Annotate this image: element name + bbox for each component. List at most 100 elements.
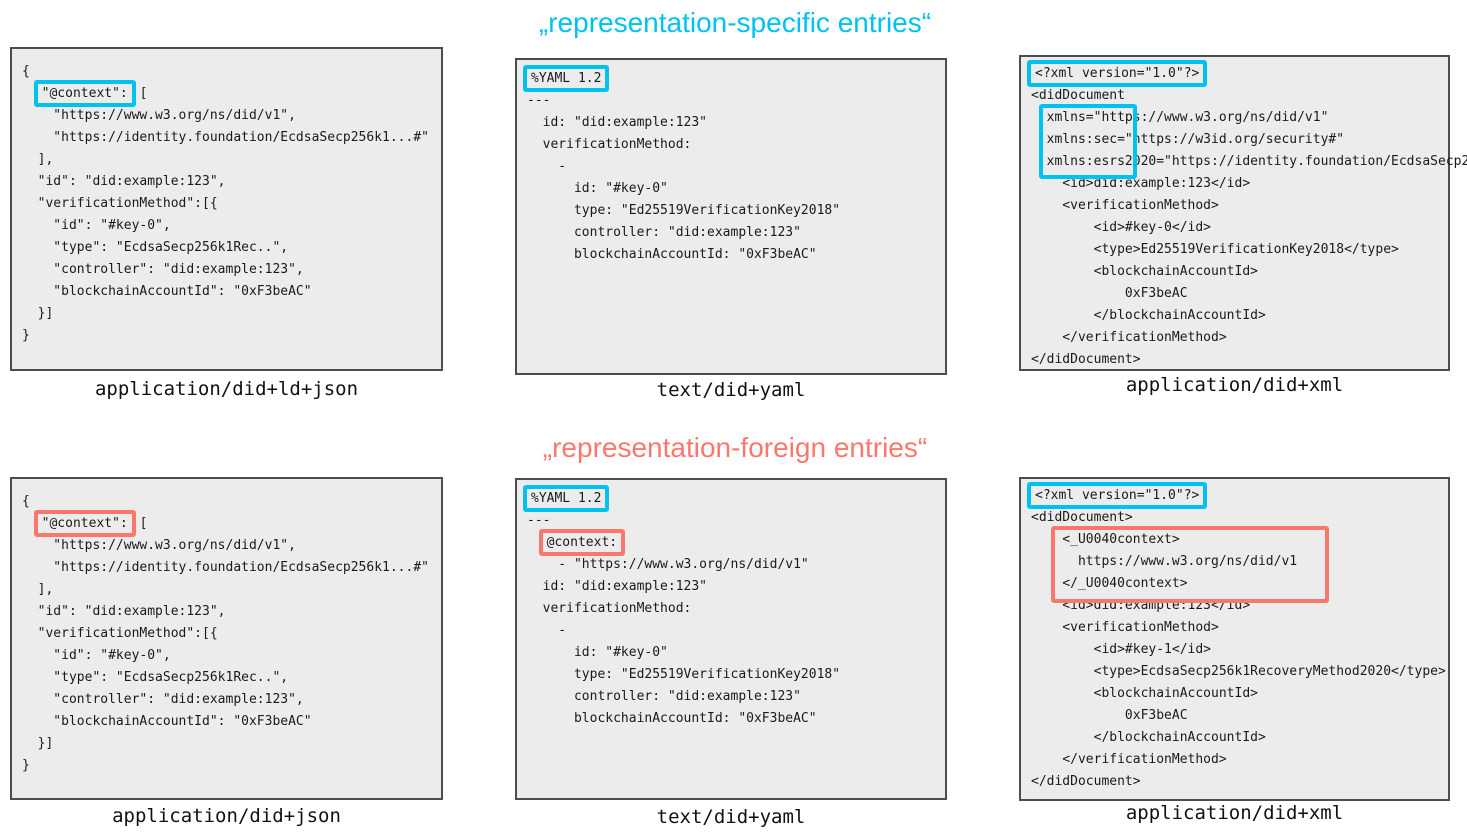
code-text: "blockchainAccountId": "0xF3beAC" <box>22 714 312 729</box>
code-panel-yaml-foreign: %YAML 1.2--- @context: - "https://www.w3… <box>515 478 947 800</box>
code-line: --- <box>527 90 935 112</box>
code-line: <type>Ed25519VerificationKey2018</type> <box>1031 239 1438 261</box>
code-line: blockchainAccountId: "0xF3beAC" <box>527 708 935 730</box>
code-text: - "https://www.w3.org/ns/did/v1" <box>527 557 809 572</box>
code-line: "id": "#key-0", <box>22 645 431 667</box>
code-text: </verificationMethod> <box>1031 330 1227 345</box>
code-text: <id>did:example:123</id> <box>1031 176 1251 191</box>
code-text: verificationMethod: <box>527 137 692 152</box>
code-text: "verificationMethod":[{ <box>22 626 218 641</box>
code-line: "https://identity.foundation/EcdsaSecp25… <box>22 127 431 149</box>
highlight-box-red: "@context": <box>33 510 136 537</box>
code-text: "id": "#key-0", <box>22 218 171 233</box>
mime-label-xml-top: application/did+xml <box>1125 374 1344 396</box>
code-line: <id>#key-0</id> <box>1031 217 1438 239</box>
code-line: <?xml version="1.0"?> <box>1027 60 1438 87</box>
code-line: </_U0040context> <box>1031 573 1438 595</box>
code-line: { <box>22 491 431 513</box>
code-line: </didDocument> <box>1031 771 1438 793</box>
code-text: --- <box>527 513 551 528</box>
code-text: blockchainAccountId: "0xF3beAC" <box>527 247 817 262</box>
code-text: "https://identity.foundation/EcdsaSecp25… <box>22 130 429 145</box>
code-line: "blockchainAccountId": "0xF3beAC" <box>22 711 431 733</box>
code-line: id: "did:example:123" <box>527 112 935 134</box>
code-line: "@context": [ <box>22 510 431 537</box>
code-text: id: "#key-0" <box>527 645 668 660</box>
code-line: "@context": [ <box>22 80 431 107</box>
code-line: { <box>22 61 431 83</box>
code-line: controller: "did:example:123" <box>527 686 935 708</box>
code-line: "https://www.w3.org/ns/did/v1", <box>22 535 431 557</box>
code-line: "type": "EcdsaSecp256k1Rec..", <box>22 667 431 689</box>
code-line: <?xml version="1.0"?> <box>1027 482 1438 509</box>
code-text: { <box>22 494 30 509</box>
code-line: id: "did:example:123" <box>527 576 935 598</box>
code-line: "id": "#key-0", <box>22 215 431 237</box>
code-text: <blockchainAccountId> <box>1031 686 1258 701</box>
code-text: blockchainAccountId: "0xF3beAC" <box>527 711 817 726</box>
code-line: 0xF3beAC <box>1031 705 1438 727</box>
code-line: </didDocument> <box>1031 349 1438 371</box>
code-line: - <box>527 620 935 642</box>
code-text: https://www.w3.org/ns/did/v1 <box>1031 554 1298 569</box>
code-text: [ <box>131 86 148 101</box>
section-title-specific: „representation-specific entries“ <box>538 7 932 38</box>
code-text: <id>#key-1</id> <box>1031 642 1212 657</box>
code-line: id: "#key-0" <box>527 178 935 200</box>
code-text: </didDocument> <box>1031 774 1141 789</box>
code-text: "id": "did:example:123", <box>22 174 226 189</box>
code-line: <_U0040context> <box>1031 529 1438 551</box>
code-block-json-ld: { "@context": [ "https://www.w3.org/ns/d… <box>12 49 441 359</box>
code-line: </verificationMethod> <box>1031 749 1438 771</box>
code-line: <verificationMethod> <box>1031 195 1438 217</box>
code-text: 0xF3beAC <box>1031 286 1188 301</box>
code-line: xmlns="https://www.w3.org/ns/did/v1" <box>1031 107 1438 129</box>
code-line: <blockchainAccountId> <box>1031 261 1438 283</box>
code-line: <id>did:example:123</id> <box>1031 595 1438 617</box>
code-line: 0xF3beAC <box>1031 283 1438 305</box>
code-text: } <box>22 758 30 773</box>
code-text: xmlns:sec="https://w3id.org/security#" <box>1031 132 1345 147</box>
code-line: @context: <box>527 529 935 556</box>
code-text: </verificationMethod> <box>1031 752 1227 767</box>
code-text: "https://identity.foundation/EcdsaSecp25… <box>22 560 429 575</box>
code-line: "verificationMethod":[{ <box>22 193 431 215</box>
highlight-box-cyan: "@context": <box>33 80 136 107</box>
code-text: <blockchainAccountId> <box>1031 264 1258 279</box>
code-line: "id": "did:example:123", <box>22 171 431 193</box>
code-line: - <box>527 156 935 178</box>
code-text: type: "Ed25519VerificationKey2018" <box>527 667 841 682</box>
code-line: %YAML 1.2 <box>523 485 935 512</box>
code-text: <type>Ed25519VerificationKey2018</type> <box>1031 242 1399 257</box>
highlight-box-cyan: %YAML 1.2 <box>523 485 610 512</box>
code-line: "controller": "did:example:123", <box>22 259 431 281</box>
code-panel-did-json-foreign: { "@context": [ "https://www.w3.org/ns/d… <box>10 477 443 800</box>
code-text: </blockchainAccountId> <box>1031 730 1266 745</box>
code-text: id: "did:example:123" <box>527 579 708 594</box>
highlight-box-cyan: <?xml version="1.0"?> <box>1027 60 1208 87</box>
code-line: }] <box>22 303 431 325</box>
code-line: "blockchainAccountId": "0xF3beAC" <box>22 281 431 303</box>
code-panel-xml-foreign: <?xml version="1.0"?><didDocument> <_U00… <box>1019 477 1450 801</box>
code-text: <id>#key-0</id> <box>1031 220 1212 235</box>
code-text: controller: "did:example:123" <box>527 225 801 240</box>
code-text: - <box>527 623 567 638</box>
code-text: { <box>22 64 30 79</box>
code-text: - <box>527 159 567 174</box>
code-text: "id": "did:example:123", <box>22 604 226 619</box>
code-line: verificationMethod: <box>527 134 935 156</box>
code-line: xmlns:sec="https://w3id.org/security#" <box>1031 129 1438 151</box>
mime-label-xml-bottom: application/did+xml <box>1125 802 1344 824</box>
code-text: xmlns="https://www.w3.org/ns/did/v1" <box>1031 110 1329 125</box>
code-text: [ <box>131 516 148 531</box>
code-line: "https://identity.foundation/EcdsaSecp25… <box>22 557 431 579</box>
code-line: </blockchainAccountId> <box>1031 727 1438 749</box>
code-text: }] <box>22 736 54 751</box>
code-line: "id": "did:example:123", <box>22 601 431 623</box>
code-line: <id>#key-1</id> <box>1031 639 1438 661</box>
code-line: - "https://www.w3.org/ns/did/v1" <box>527 554 935 576</box>
code-text: <verificationMethod> <box>1031 198 1219 213</box>
code-text: "verificationMethod":[{ <box>22 196 218 211</box>
code-text: controller: "did:example:123" <box>527 689 801 704</box>
code-text: <verificationMethod> <box>1031 620 1219 635</box>
